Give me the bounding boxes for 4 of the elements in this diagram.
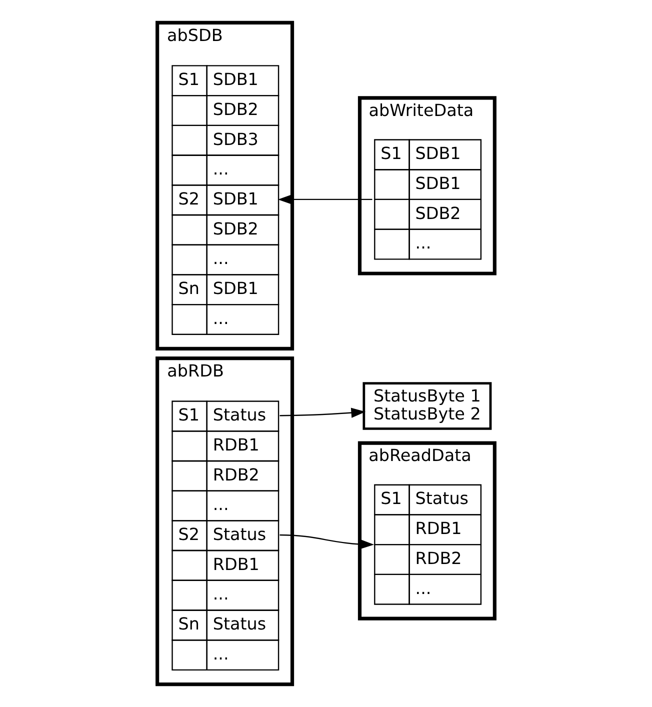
- arrow: [280, 408, 366, 418]
- arrow: [280, 534, 374, 550]
- node-box: StatusByte 1 StatusByte 2: [362, 382, 492, 430]
- arrow: [278, 194, 372, 204]
